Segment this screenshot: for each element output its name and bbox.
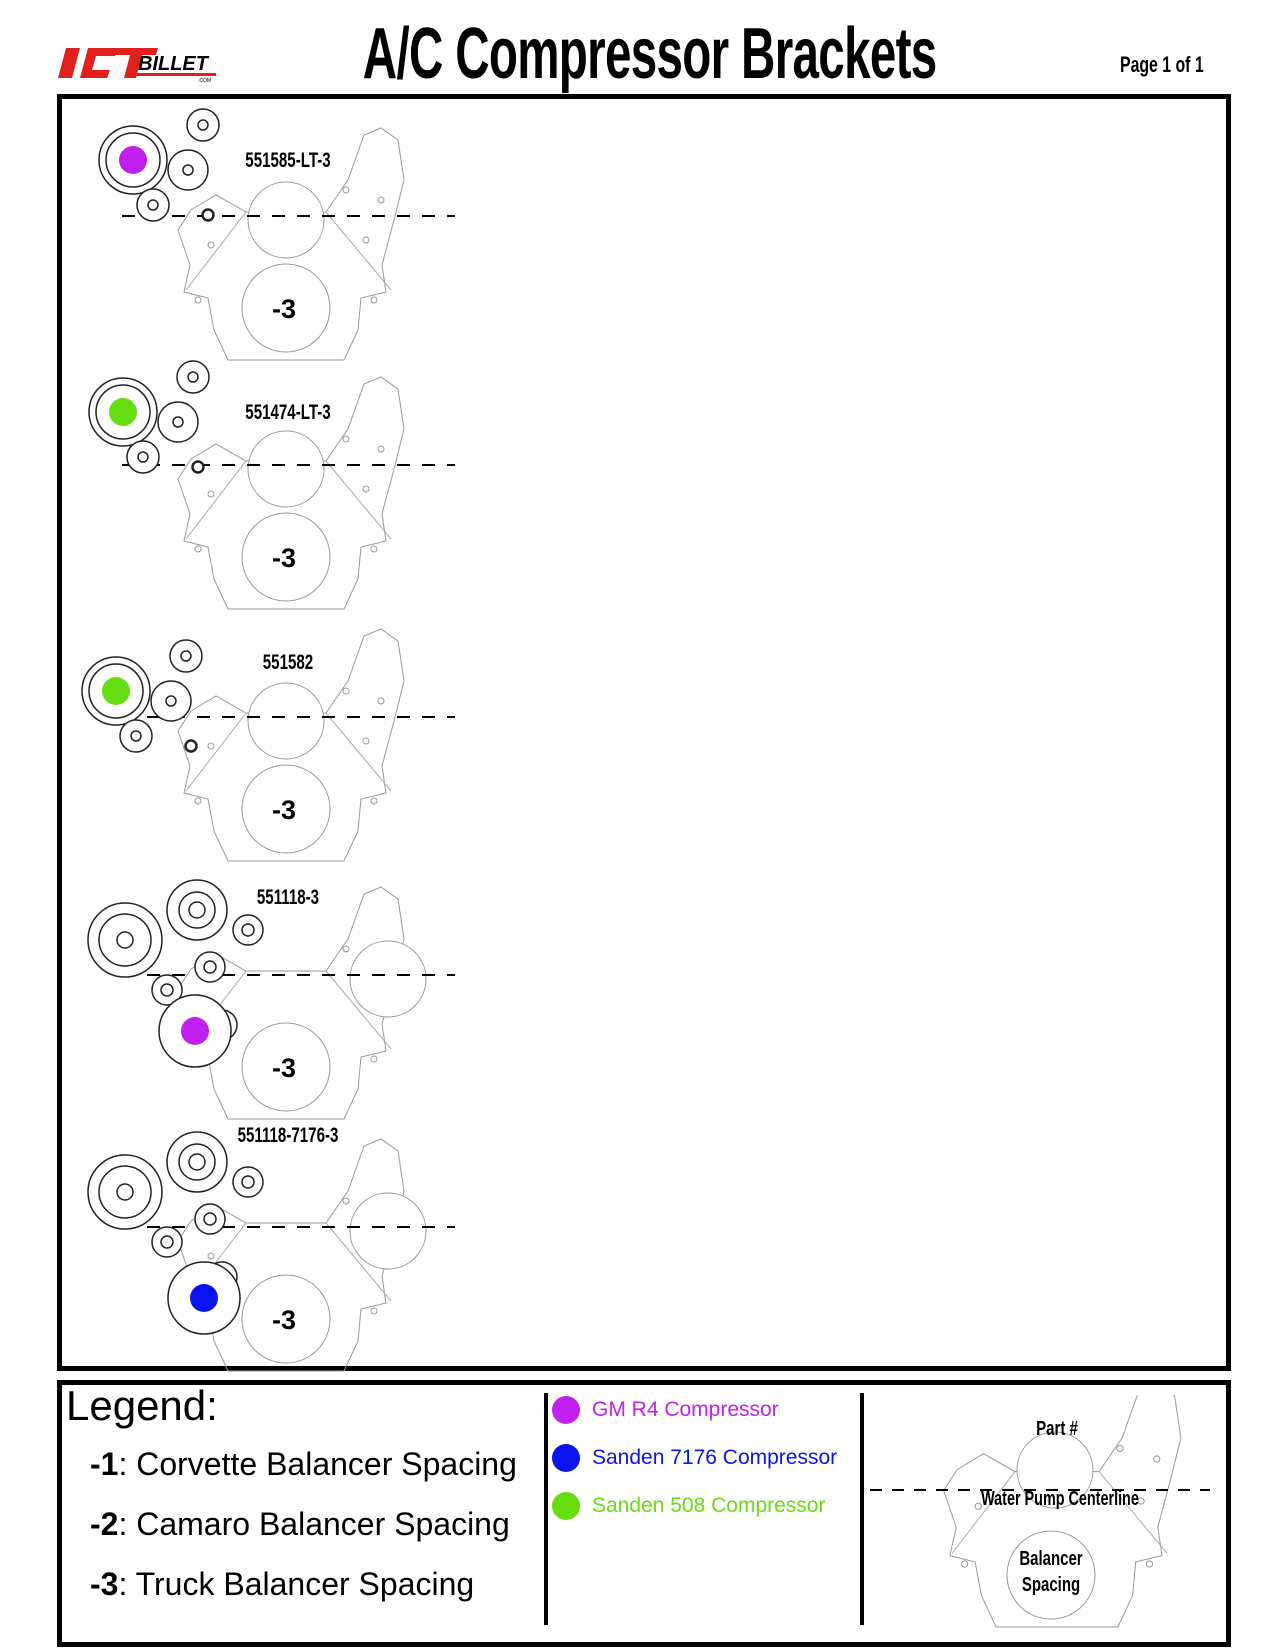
compressor-dot (190, 1284, 218, 1312)
compressor-dot-icon (552, 1444, 580, 1472)
mini-balancer-label: Balancer (1019, 1547, 1082, 1570)
water-pump-circle (349, 1192, 427, 1270)
balancer-spacing-label: -3 (272, 1305, 296, 1335)
legend-frame (57, 1380, 1231, 1647)
bracket-drawing (87, 879, 264, 1068)
water-pump-circle (349, 940, 427, 1018)
water-pump-circle (247, 430, 325, 508)
balancer-circle (241, 512, 331, 602)
engine-outline (177, 628, 405, 862)
page-title: A/C Compressor Brackets (363, 14, 937, 94)
bracket-diagrams: 551585-LT-3-3551474-LT-3-3551582-3551118… (81, 108, 455, 1372)
compressor-dot (109, 398, 137, 426)
water-pump-circle (247, 181, 325, 259)
legend-compressor-sanden-7176: Sanden 7176 Compressor (552, 1444, 837, 1472)
engine-outline (177, 127, 405, 361)
legend-title: Legend: (66, 1382, 218, 1429)
bracket-row: 551585-LT-3 -3 (98, 108, 455, 361)
svg-text:.COM: .COM (198, 78, 211, 84)
compressor-dot-icon (552, 1396, 580, 1424)
bracket-row: 551118-7176-3 -3 (87, 1122, 455, 1372)
legend-engine-diagram: Part # Water Pump Centerline Balancer Sp… (870, 1395, 1210, 1628)
compressor-dot (102, 677, 130, 705)
balancer-spacing-label: -3 (272, 294, 296, 324)
brackets-frame (57, 94, 1231, 1371)
legend-divider (544, 1393, 548, 1625)
bracket-drawing (81, 639, 203, 753)
balancer-circle (241, 764, 331, 854)
mini-spacing-label: Spacing (1022, 1573, 1080, 1596)
legend-compressor-gm-r4: GM R4 Compressor (552, 1396, 779, 1424)
bracket-drawing (87, 1131, 264, 1335)
bracket-row: 551474-LT-3 -3 (88, 360, 455, 610)
compressor-dot (119, 146, 147, 174)
balancer-spacing-label: -3 (272, 1053, 296, 1083)
balancer-circle (241, 1022, 331, 1112)
bracket-drawing (88, 360, 210, 474)
part-number-label: 551582 (263, 649, 313, 673)
engine-outline (943, 1395, 1182, 1628)
legend-spacing-1: -1: Corvette Balancer Spacing (90, 1446, 517, 1482)
balancer-circle (241, 1274, 331, 1364)
balancer-spacing-label: -3 (272, 543, 296, 573)
legend-spacing-3: -3: Truck Balancer Spacing (90, 1566, 475, 1602)
svg-text:BILLET: BILLET (138, 53, 210, 75)
ict-billet-logo: BILLET .COM (58, 48, 216, 84)
page-number: Page 1 of 1 (1120, 52, 1204, 77)
balancer-spacing-label: -3 (272, 795, 296, 825)
mini-part-label: Part # (1036, 1417, 1078, 1440)
compressor-dot (181, 1017, 209, 1045)
water-pump-circle (247, 682, 325, 760)
compressor-dot-icon (552, 1492, 580, 1520)
engine-outline (177, 376, 405, 610)
part-number-label: 551474-LT-3 (245, 399, 330, 423)
legend-divider (860, 1393, 864, 1625)
part-number-label: 551118-3 (257, 884, 319, 908)
bracket-row: 551582 -3 (81, 628, 455, 862)
part-number-label: 551118-7176-3 (238, 1122, 339, 1146)
bracket-row: 551118-3 -3 (87, 879, 455, 1120)
legend-compressor-sanden-508: Sanden 508 Compressor (552, 1492, 825, 1520)
part-number-label: 551585-LT-3 (245, 147, 330, 171)
mini-centerline-label: Water Pump Centerline (981, 1487, 1139, 1510)
balancer-circle (241, 263, 331, 353)
legend-spacing-2: -2: Camaro Balancer Spacing (90, 1506, 510, 1542)
